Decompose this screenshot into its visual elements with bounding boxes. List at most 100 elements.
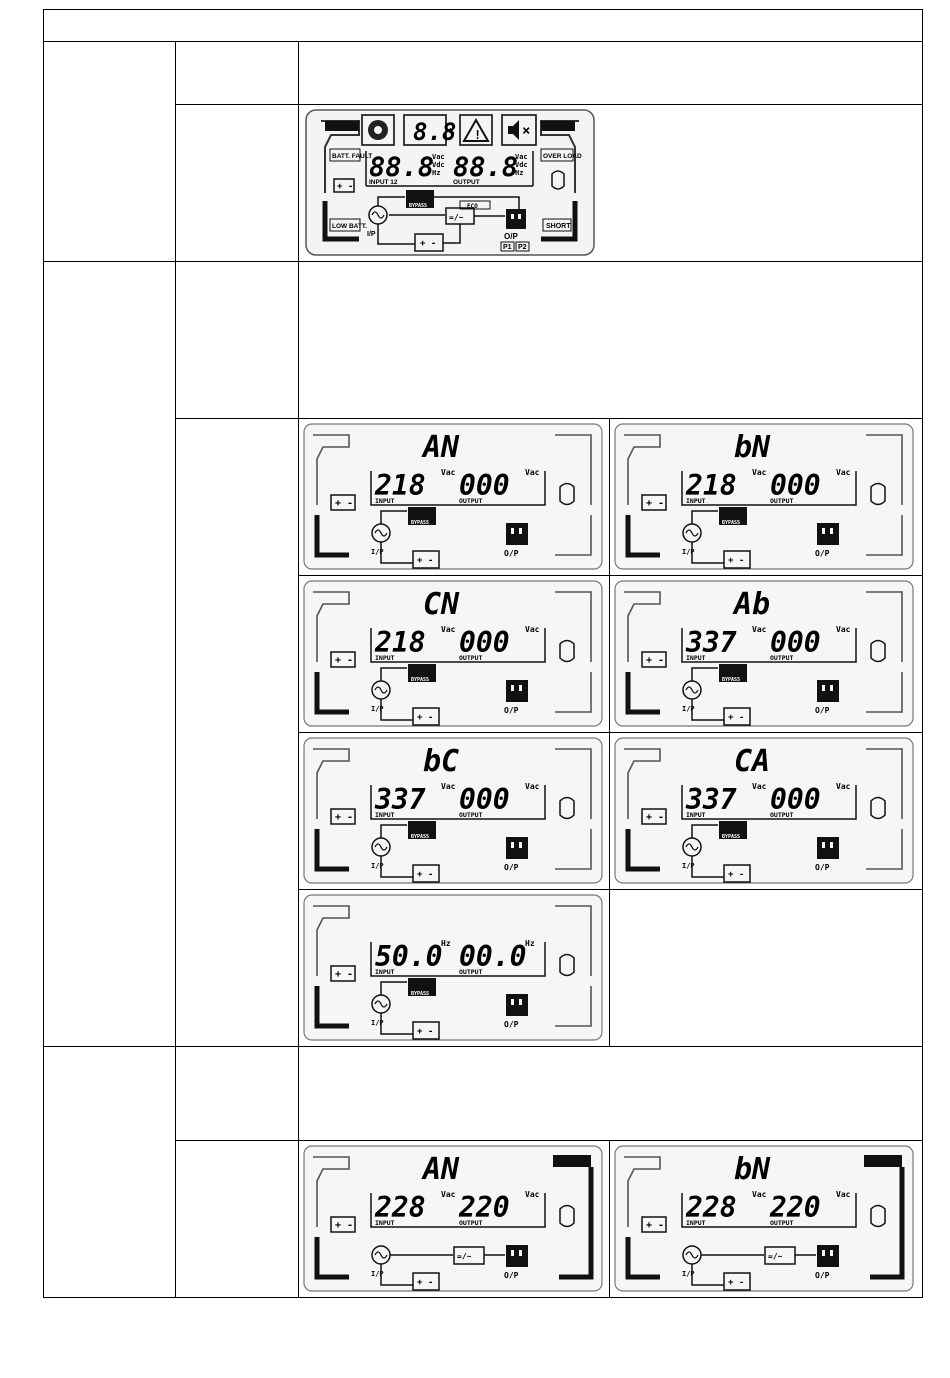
op-label: O/P	[504, 549, 519, 558]
batt-fault-label: BATT. FAULT	[332, 153, 372, 160]
op-label: O/P	[504, 1020, 519, 1029]
input-label: INPUT	[686, 497, 706, 505]
bulb-icon	[559, 482, 575, 506]
ip-label: I/P	[371, 862, 384, 870]
battery-icon	[641, 1216, 667, 1233]
bypass-label-bg	[408, 676, 436, 682]
battery-flow-icon	[723, 707, 751, 726]
bypass-plug-icon	[719, 507, 747, 519]
bypass-plug-icon	[408, 664, 436, 676]
output-label: OUTPUT	[770, 811, 794, 819]
ac-wave	[374, 1251, 388, 1259]
output-socket-icon	[506, 837, 528, 859]
right-bracket	[559, 1167, 594, 1280]
output-label: OUTPUT	[459, 1219, 483, 1227]
input-unit: Vac	[752, 625, 767, 634]
unit-hz-out: Hz	[515, 169, 523, 177]
output-unit: Vac	[525, 625, 540, 634]
battery-flow-icon	[412, 1021, 440, 1040]
top-digits: 8.8	[413, 118, 456, 146]
output-digits: 88.8	[453, 152, 518, 183]
phase-indicator: AN	[421, 430, 460, 465]
output-socket-icon	[817, 523, 839, 545]
output-value: 000	[459, 783, 510, 816]
bypass-label-bg	[408, 990, 436, 996]
socket-pin-right	[519, 528, 522, 534]
output-unit: Hz	[525, 939, 535, 948]
bypass-line	[380, 981, 407, 995]
socket-pin-right	[830, 685, 833, 691]
bypass-label-bg	[408, 833, 436, 839]
svg-text:+ -: + -	[420, 239, 436, 249]
warning-icon	[462, 117, 490, 142]
input-value: 50.0	[375, 940, 442, 973]
output-unit: Vac	[525, 468, 540, 477]
lcd-label-cell	[175, 418, 299, 1047]
svg-text:×: ×	[522, 123, 530, 139]
input-unit: Vac	[752, 468, 767, 477]
input-label: INPUT	[686, 654, 706, 662]
low-batt-label: LOW BATT.	[332, 223, 367, 230]
output-unit: Vac	[836, 1190, 851, 1199]
input-label: INPUT	[375, 968, 395, 976]
right-bracket-bottom	[866, 515, 903, 556]
left-bracket-top	[624, 434, 661, 505]
output-value: 220	[769, 1191, 821, 1224]
bulb-icon	[870, 639, 886, 663]
output-label: OUTPUT	[459, 497, 483, 505]
output-label: OUTPUT	[770, 1219, 794, 1227]
bypass-label-bg	[719, 676, 747, 682]
ac-wave	[374, 529, 388, 537]
readout-frame	[370, 785, 546, 820]
mode-cell-display	[43, 41, 176, 262]
lcd-label-cell	[175, 1140, 299, 1298]
battery-flow-sign: + -	[728, 556, 744, 566]
phase-indicator: CA	[734, 744, 770, 779]
input-value: 218	[685, 469, 737, 502]
readout-frame	[681, 785, 857, 820]
battery-icon	[641, 651, 667, 668]
input-unit: Hz	[441, 939, 451, 948]
battery-line	[691, 542, 724, 564]
bypass-label: BYPASS	[411, 991, 429, 997]
bulb-icon	[559, 1204, 575, 1228]
input-label: INPUT	[375, 1219, 395, 1227]
battery-flow-sign: + -	[417, 870, 433, 880]
output-unit: Vac	[836, 468, 851, 477]
right-bracket	[870, 1167, 905, 1280]
battery-icon	[330, 965, 356, 982]
battery-flow-icon	[723, 1272, 751, 1291]
bulb-icon	[870, 796, 886, 820]
bulb-icon	[870, 1204, 886, 1228]
readout-frame	[370, 1193, 546, 1228]
right-bracket-top	[555, 434, 592, 505]
ip-label: I/P	[682, 705, 695, 713]
output-socket-icon	[506, 680, 528, 702]
readout-frame	[370, 942, 546, 977]
description-text-cell	[298, 1046, 923, 1141]
left-bracket-top	[313, 434, 350, 505]
battery-sign: + -	[335, 812, 353, 823]
socket-pin-right	[830, 1250, 833, 1256]
full-display-cell: 8.8 « ! × BATT. FAULT LOW BATT. OVER LOA…	[298, 104, 923, 262]
left-bracket-top	[624, 591, 661, 662]
bypass-plug-icon	[408, 821, 436, 833]
op-label: O/P	[815, 706, 830, 715]
left-bracket-top	[313, 1156, 350, 1227]
ac-wave	[374, 686, 388, 694]
svg-text:=/∼: =/∼	[449, 213, 464, 222]
socket-pin-left	[511, 999, 514, 1005]
lcd-label-cell	[175, 104, 299, 262]
input-unit: Vac	[441, 1190, 456, 1199]
output-label: OUTPUT	[459, 811, 483, 819]
output-label: OUTPUT	[459, 968, 483, 976]
right-bracket-top	[555, 591, 592, 662]
